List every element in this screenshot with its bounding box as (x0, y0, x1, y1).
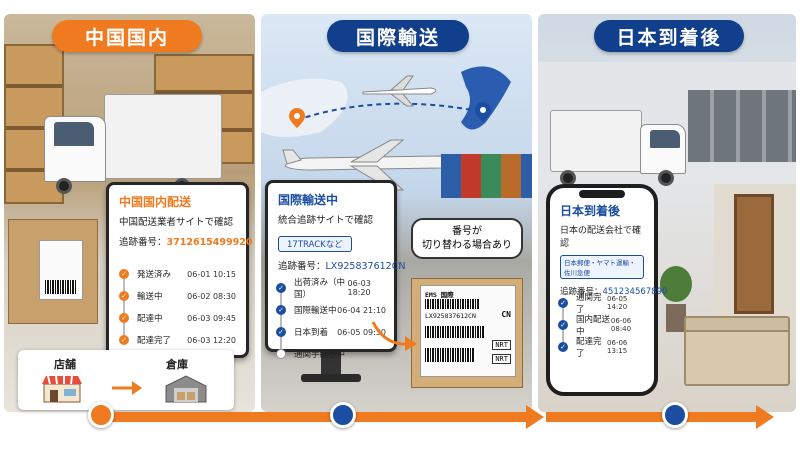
tracking-card-domestic: 中国国内配送 中国配送業者サイトで確認 追跡番号：3712615499920 ✓… (106, 182, 252, 358)
panel-international: 国際輸送 国際輸送中 統合追跡サイトで確認 17TRACKなど 追跡番号：LX9… (261, 14, 532, 412)
check-icon: ✓ (558, 320, 568, 330)
pending-icon (276, 349, 286, 359)
carrier-badge: 日本郵便・ヤマト運輸・佐川急便 (560, 255, 644, 279)
panel-china-domestic: 中国国内 中国国内配送 中国配送業者サイトで確認 追跡番号：3712615499… (4, 14, 255, 412)
tracking-row: 追跡番号：3712615499920 (119, 234, 252, 248)
delivery-box (684, 316, 790, 386)
tracking-card-japan: 日本到着後 日本の配送会社で確認 日本郵便・ヤマト運輸・佐川急便 追跡番号：45… (546, 184, 667, 396)
cardboard-box (8, 219, 98, 324)
card-subtitle: 中国配送業者サイトで確認 (119, 217, 234, 228)
panel-title: 国際輸送 (327, 20, 469, 52)
check-icon: ✓ (119, 269, 129, 279)
timeline-step: ✓出荷済み（中国）06-03 18:20 (276, 277, 386, 300)
potted-plant (660, 266, 692, 332)
tracking-card-international: 国際輸送中 統合追跡サイトで確認 17TRACKなど 追跡番号：LX925837… (265, 180, 405, 360)
stage-marker-japan (662, 402, 688, 428)
route-legend: 店舗 倉庫 (18, 350, 234, 410)
shipping-label: EMS 国際 LX925837612CN CN NRT NRT (420, 285, 516, 377)
legend-to: 倉庫 (166, 358, 188, 371)
arrowhead-icon (756, 405, 774, 429)
tracking-row: 追跡番号：451234567890 (560, 285, 667, 297)
arrowhead-icon (526, 405, 544, 429)
tracking-number: 451234567890 (602, 287, 668, 297)
delivery-truck (550, 110, 690, 200)
arrow-right-icon (112, 381, 142, 395)
progress-track (546, 412, 756, 422)
tracking-label: 追跡番号： (119, 237, 167, 248)
panel-title: 日本到着後 (594, 20, 744, 52)
store-icon (42, 375, 82, 403)
card-subtitle: 日本の配送会社で確認 (560, 226, 642, 249)
number-change-bubble: 番号が 切り替わる場合あり (411, 218, 523, 259)
monitor-stand (321, 352, 341, 376)
panel-title: 中国国内 (52, 20, 202, 52)
check-icon: ✓ (276, 283, 286, 293)
tracking-number: LX925837612CN (325, 261, 406, 272)
check-icon: ✓ (119, 291, 129, 301)
check-icon: ✓ (276, 305, 286, 315)
international-parcel: EMS 国際 LX925837612CN CN NRT NRT (411, 278, 523, 388)
check-icon: ✓ (558, 342, 568, 352)
timeline-step: 通関手続き中 (276, 343, 386, 365)
delivery-truck (44, 94, 224, 204)
curved-arrow-icon (371, 321, 417, 351)
route-map (261, 66, 511, 137)
location-pin-icon (475, 102, 491, 122)
phone-notch (579, 190, 625, 198)
stage-marker-domestic (88, 402, 114, 428)
stage-marker-international (330, 402, 356, 428)
progress-track (90, 412, 530, 422)
check-icon: ✓ (276, 327, 286, 337)
tracking-label: 追跡番号： (278, 261, 326, 272)
shipping-containers (441, 154, 532, 198)
tracking-row: 追跡番号：LX925837612CN (278, 258, 405, 272)
check-icon: ✓ (119, 335, 129, 345)
location-pin-icon (289, 108, 305, 128)
card-title: 中国国内配送 (119, 195, 192, 209)
card-title: 国際輸送中 (278, 193, 339, 207)
check-icon: ✓ (119, 313, 129, 323)
warehouse-icon (165, 375, 207, 403)
airplane-icon (362, 75, 437, 107)
check-icon: ✓ (558, 298, 568, 308)
legend-from: 店舗 (54, 358, 76, 371)
tracking-site-badge: 17TRACKなど (278, 236, 352, 252)
monitor-base (301, 374, 361, 382)
card-subtitle: 統合追跡サイトで確認 (278, 215, 374, 226)
panel-japan-arrival: 日本到着後 日本到着後 日本の配送会社で確認 日本郵便・ヤマト運輸・佐川急便 追… (538, 14, 796, 412)
tracking-label: 追跡番号： (560, 287, 603, 297)
tracking-number: 3712615499920 (166, 237, 253, 248)
card-title: 日本到着後 (560, 204, 621, 218)
